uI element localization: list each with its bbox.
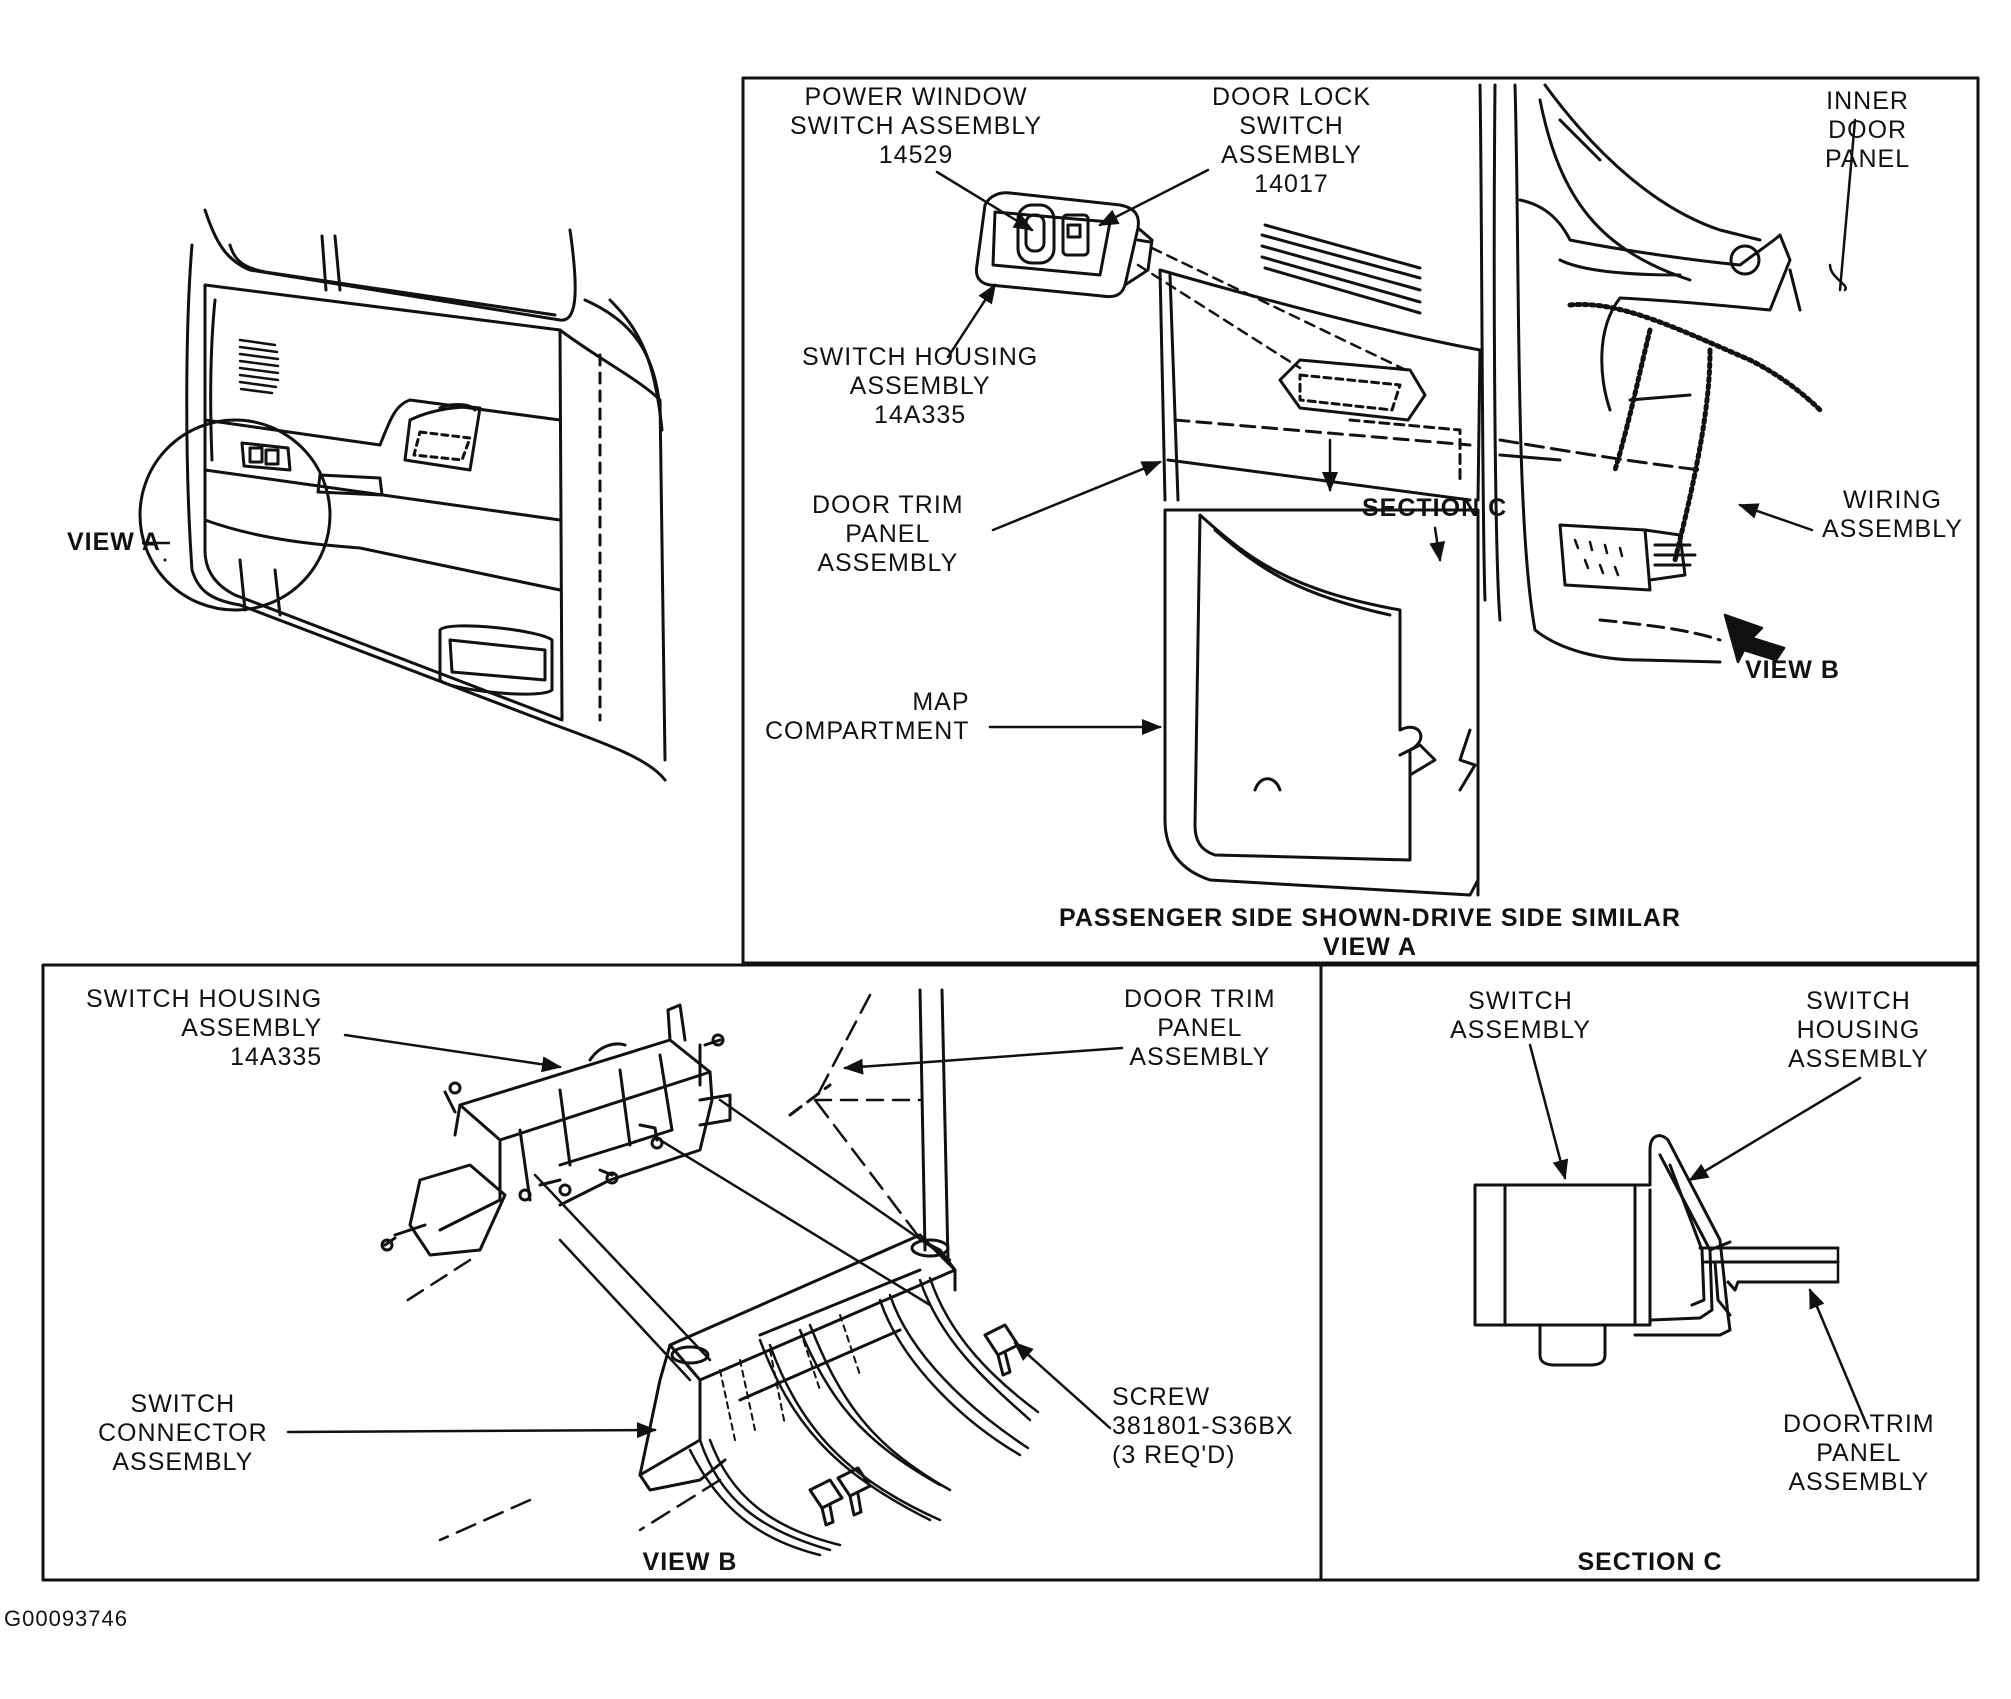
panel-frames xyxy=(41,76,1980,1582)
view-b-marker: VIEW B xyxy=(1745,656,1840,684)
map-compartment-label: MAP COMPARTMENT xyxy=(765,688,970,745)
figure-id: G00093746 xyxy=(4,1606,128,1631)
section-c-caption: SECTION C xyxy=(1577,1548,1723,1576)
door-trim-panel-label-a: DOOR TRIM PANEL ASSEMBLY xyxy=(812,491,964,577)
wiring-assembly-label: WIRING ASSEMBLY xyxy=(1822,486,1963,543)
speaker-grille xyxy=(238,338,280,395)
section-c-marker: SECTION C xyxy=(1362,494,1508,522)
view-a-circle xyxy=(138,418,332,612)
section-c-leaders xyxy=(1528,1043,1870,1430)
switch-housing-label-c: SWITCH HOUSING ASSEMBLY xyxy=(1788,987,1929,1073)
view-b-caption: VIEW B xyxy=(642,1548,738,1576)
section-c-frame xyxy=(1319,963,1980,1582)
window-switch-housing xyxy=(974,191,1154,299)
view-a-caption: PASSENGER SIDE SHOWN-DRIVE SIDE SIMILAR … xyxy=(1059,904,1681,961)
overview-door-drawing xyxy=(138,208,667,782)
switch-housing-label-a: SWITCH HOUSING ASSEMBLY 14A335 xyxy=(802,343,1039,429)
door-trim-panel-label-b: DOOR TRIM PANEL ASSEMBLY xyxy=(1124,985,1276,1071)
switch-connector-label: SWITCH CONNECTOR ASSEMBLY xyxy=(98,1390,268,1476)
power-window-switch-label: POWER WINDOW SWITCH ASSEMBLY 14529 xyxy=(790,83,1043,169)
switch-housing-exploded xyxy=(380,1003,732,1257)
door-lock-switch-label: DOOR LOCK SWITCH ASSEMBLY 14017 xyxy=(1212,83,1372,198)
view-b-drawing xyxy=(380,988,1040,1557)
view-a-frame xyxy=(741,76,1980,965)
view-a-drawing xyxy=(974,83,1823,897)
switch-connector-exploded xyxy=(638,1233,957,1492)
door-trim-panel-label-c: DOOR TRIM PANEL ASSEMBLY xyxy=(1783,1410,1935,1496)
screws xyxy=(808,1323,1020,1527)
section-c-drawing xyxy=(1473,1134,1840,1367)
wiring-connector xyxy=(1558,523,1697,592)
switch-housing-label-b: SWITCH HOUSING ASSEMBLY 14A335 xyxy=(86,985,323,1071)
switch-assembly-label-c: SWITCH ASSEMBLY xyxy=(1450,987,1591,1044)
view-b-direction-arrow xyxy=(1723,613,1786,664)
inner-door-panel-label: INNER DOOR PANEL xyxy=(1825,87,1911,173)
switch-body-section xyxy=(1473,1183,1637,1327)
screw-label: SCREW 381801-S36BX (3 REQ'D) xyxy=(1112,1383,1294,1469)
connector-wires xyxy=(688,1276,1040,1557)
view-b-leaders xyxy=(286,1033,1124,1439)
map-compartment-shape xyxy=(1163,508,1480,897)
view-a-leaders xyxy=(935,118,1857,735)
